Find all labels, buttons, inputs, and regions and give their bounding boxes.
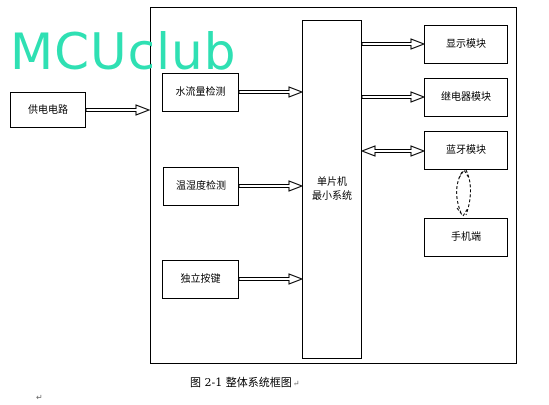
key-label: 独立按键 [180,274,221,285]
display-label: 显示模块 [446,39,486,50]
temp-humidity-block: 温湿度检测 [163,167,239,206]
phone-label: 手机端 [451,232,481,243]
mcu-block: 单片机 最小系统 [302,20,362,359]
arrow-flow-to-mcu [238,86,304,98]
caption-title: 整体系统框图 [222,376,292,389]
phone-block: 手机端 [424,218,508,257]
system-boundary [150,7,517,364]
watermark-text: MCUclub [10,23,237,81]
bluetooth-label: 蓝牙模块 [446,145,486,156]
arrow-mcu-to-relay [361,91,426,103]
flow-detection-label: 水流量检测 [175,87,226,98]
figure-caption: 图 2-1 整体系统框图↵ [190,374,299,390]
display-block: 显示模块 [424,25,508,64]
arrow-temp-to-mcu [238,180,304,192]
power-supply-label: 供电电路 [28,104,68,116]
temp-humidity-label: 温湿度检测 [176,181,226,192]
key-block: 独立按键 [162,260,239,299]
arrow-power-to-system [85,104,151,116]
mcu-label-line2: 最小系统 [312,190,352,202]
power-supply-block: 供电电路 [10,92,86,128]
caption-number: 图 2-1 [190,376,223,389]
flow-detection-block: 水流量检测 [162,73,239,112]
arrow-mcu-bluetooth-bidirectional [360,145,426,157]
arrow-key-to-mcu [238,273,304,285]
arrow-bluetooth-phone-wireless [456,169,471,217]
relay-label: 继电器模块 [441,92,491,103]
paragraph-mark-icon: ↵ [36,393,43,402]
mcu-label-line1: 单片机 [317,176,347,188]
bluetooth-block: 蓝牙模块 [424,131,508,170]
arrow-mcu-to-display [361,38,426,50]
paragraph-mark-icon: ↵ [292,379,300,388]
relay-block: 继电器模块 [424,78,508,117]
